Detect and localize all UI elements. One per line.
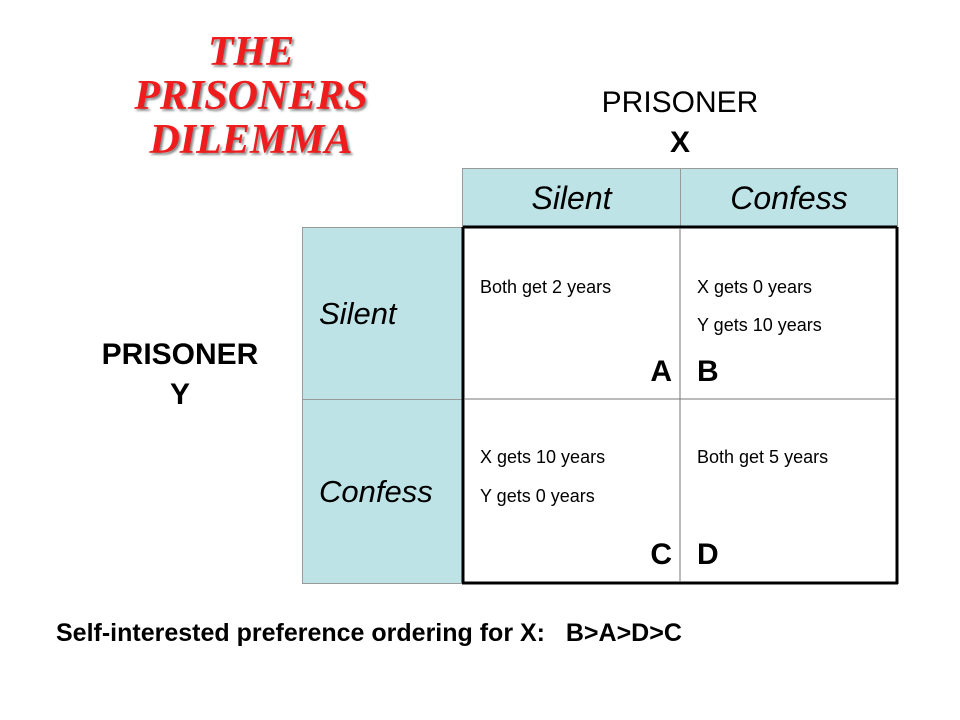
- column-header-silent: Silent: [462, 168, 681, 228]
- column-header-confess-label: Confess: [730, 179, 848, 216]
- cell-a-mark: A: [650, 355, 672, 388]
- prisoner-y-label: PRISONER Y: [75, 335, 285, 415]
- row-header-confess: Confess: [302, 399, 464, 584]
- row-header-silent: Silent: [302, 227, 464, 400]
- prisoner-x-letter: X: [669, 126, 690, 159]
- cell-d-mark: D: [697, 538, 719, 571]
- cell-b-text-1: X gets 0 years: [697, 277, 813, 297]
- title-line-2: PRISONERS: [134, 73, 368, 119]
- cell-c-text-2: Y gets 0 years: [480, 486, 595, 506]
- title-line-1: THE: [207, 29, 295, 75]
- prisoner-y-letter: Y: [169, 378, 190, 411]
- prisoner-x-label: PRISONER X: [570, 83, 790, 163]
- cell-a-text-1: Both get 2 years: [480, 277, 612, 297]
- column-header-silent-label: Silent: [531, 179, 612, 216]
- prisoner-x-word: PRISONER: [601, 86, 759, 119]
- preference-ordering-label: Self-interested preference ordering for …: [56, 619, 546, 647]
- row-header-silent-label: Silent: [319, 295, 397, 331]
- row-header-confess-label: Confess: [319, 473, 433, 509]
- prisoner-y-word: PRISONER: [101, 338, 259, 371]
- cell-b-mark: B: [697, 355, 719, 388]
- cell-c-mark: C: [650, 538, 672, 571]
- cell-c-text-1: X gets 10 years: [480, 447, 606, 467]
- cell-b-text-2: Y gets 10 years: [697, 315, 822, 335]
- cell-d-text-1: Both get 5 years: [697, 447, 829, 467]
- payoff-cell-a: Both get 2 years A: [464, 229, 680, 399]
- title-line-3: DILEMMA: [149, 117, 353, 163]
- payoff-cell-c: X gets 10 years Y gets 0 years C: [464, 400, 680, 582]
- preference-ordering-value: B>A>D>C: [565, 619, 682, 647]
- payoff-cell-b: X gets 0 years Y gets 10 years B: [681, 229, 896, 399]
- payoff-cell-d: Both get 5 years D: [681, 400, 896, 582]
- slide-title: THE PRISONERS DILEMMA: [120, 30, 382, 162]
- column-header-confess: Confess: [680, 168, 898, 228]
- preference-ordering: Self-interested preference ordering for …: [56, 619, 682, 648]
